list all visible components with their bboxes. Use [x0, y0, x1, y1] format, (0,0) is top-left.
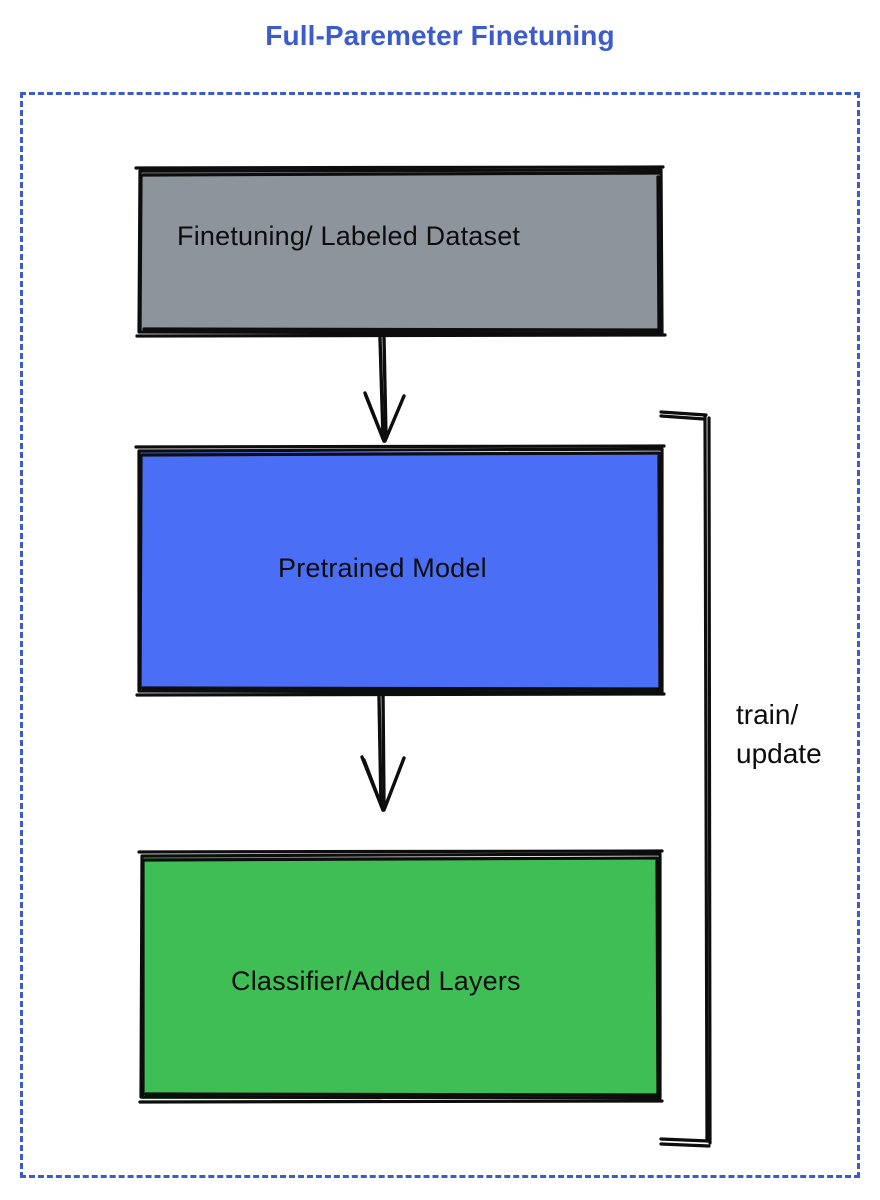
- node-label-pretrained: Pretrained Model: [278, 553, 487, 583]
- node-label-classifier: Classifier/Added Layers: [231, 966, 521, 996]
- node-finetuning-labeled-dataset[interactable]: Finetuning/ Labeled Dataset: [141, 172, 661, 332]
- full-parameter-finetuning-group-frame: [20, 92, 860, 1178]
- node-pretrained-model[interactable]: Pretrained Model: [139, 452, 662, 692]
- node-classifier-added-layers[interactable]: Classifier/Added Layers: [142, 857, 660, 1099]
- page-title: Full-Paremeter Finetuning: [265, 20, 615, 51]
- node-label-dataset: Finetuning/ Labeled Dataset: [177, 221, 521, 251]
- edge-label-train-update: train/ update: [736, 699, 822, 769]
